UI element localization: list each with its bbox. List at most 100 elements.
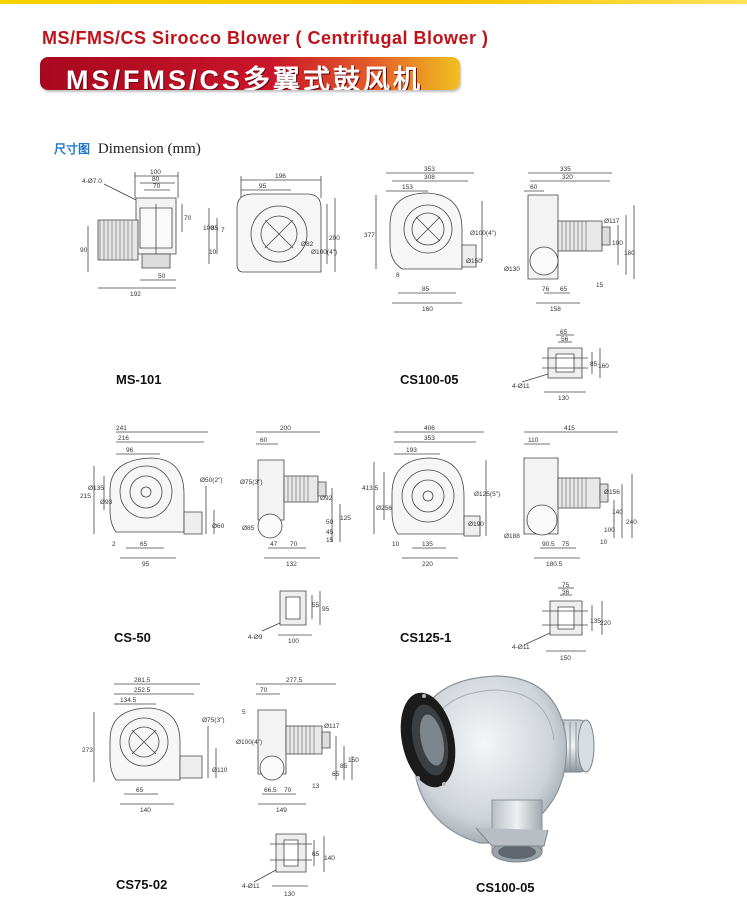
cs100-05-dim-q: 76	[542, 286, 550, 293]
ms101-dim-g: 50	[158, 273, 166, 280]
model-label-cs100-05: CS100-05	[400, 372, 459, 387]
cs75-02-dim-u: 65	[312, 851, 320, 858]
cs100-05-dim-k: 320	[562, 174, 573, 181]
cs125-1-dim-i: 220	[422, 561, 433, 568]
cs50-dim-c: 96	[126, 447, 134, 454]
cs100-05-dim-h: 8	[396, 272, 400, 279]
model-label-ms101: MS-101	[116, 372, 162, 387]
cs50-dim-y: 95	[322, 606, 330, 613]
ms101-dim-k: 85	[211, 225, 219, 232]
ms101-dim-i: 95	[259, 183, 267, 190]
cs100-05-dim-b: 308	[424, 174, 435, 181]
cs125-1-dim-j: 10	[392, 541, 400, 548]
cs50-dim-v: 45	[326, 529, 334, 536]
cs75-02-dim-b: 252.5	[134, 687, 151, 694]
cs125-1-dim-x: 135	[590, 618, 601, 625]
ms101-dim-h: 196	[275, 173, 286, 180]
cs100-05-dim-y: 4-Ø11	[512, 383, 530, 390]
cs75-02-dim-q: 13	[312, 783, 320, 790]
cs100-05-dim-i: Ø150	[466, 258, 482, 265]
cs125-1-dim-w: 36	[562, 589, 570, 596]
cs50-dim-j: 95	[142, 561, 150, 568]
cs100-05-dim-m: Ø117	[604, 218, 620, 225]
cs50-dim-i: 65	[140, 541, 148, 548]
ms101-dim-d: 4-Ø7.0	[82, 178, 102, 185]
cs75-02-dim-w: 4-Ø11	[242, 883, 260, 890]
model-label-cs125-1: CS125-1	[400, 630, 452, 645]
cs125-1-dim-p: 75	[562, 541, 570, 548]
cs75-02-dim-c: 134.5	[120, 697, 137, 704]
cs75-02-dim-x: 130	[284, 891, 295, 898]
cs50-dim-b: 216	[118, 435, 129, 442]
cs50-dim-w: 15	[326, 537, 334, 544]
cs50-dim-n: Ø75(3")	[240, 479, 263, 486]
cs50-dim-r: 70	[290, 541, 298, 548]
cs75-02-dim-s: 85	[340, 763, 348, 770]
ms101-side-drawing: 100 80 70 4-Ø7.0 90 192 50 70	[80, 169, 192, 298]
cs75-02-dim-g: 65	[136, 787, 144, 794]
cs125-1-dim-r: 140	[612, 509, 623, 516]
cs125-1-dim-v: 75	[562, 582, 570, 589]
cs75-02-dim-a: 281.5	[134, 677, 151, 684]
cs75-02-base-drawing: 65 140 4-Ø11 130	[242, 826, 335, 898]
photo-caption: CS100-05	[476, 880, 535, 895]
cs125-1-dim-z: 4-Ø11	[512, 644, 530, 651]
ms101-dim-p: 200	[329, 235, 340, 242]
cs75-02-dim-h: 140	[140, 807, 151, 814]
dimension-label-en: Dimension (mm)	[97, 141, 201, 157]
cs100-05-dim-z: 130	[558, 395, 569, 402]
ms101-dim-c: 70	[153, 183, 161, 190]
cs50-dim-q: 47	[270, 541, 278, 548]
cs125-1-dim-aa: 150	[560, 655, 571, 662]
cs50-base-drawing: 55 95 100 4-Ø9	[248, 585, 330, 645]
cs75-02-dim-l: Ø100(4")	[236, 739, 262, 746]
cs125-1-dim-k: 415	[564, 425, 575, 432]
cs125-1-dim-q: 180.5	[546, 561, 563, 568]
cs100-05-dim-u: 65	[560, 329, 568, 336]
cs125-1-base-drawing: 75 36 135 220 4-Ø11 150	[512, 582, 611, 662]
ms101-dim-l: 7	[221, 227, 225, 234]
cs125-1-dim-n: Ø188	[504, 533, 520, 540]
dimension-heading: 尺寸图 Dimension (mm)	[54, 140, 201, 158]
cs125-1-dim-y: 220	[600, 620, 611, 627]
ms101-front-drawing: 196 95 100 85 7 10 Ø82 Ø100(4") 200	[203, 173, 340, 308]
cs75-02-dim-d: 273	[82, 747, 93, 754]
cs125-1-dim-d: 413.5	[362, 485, 379, 492]
title-banner: MS/FMS/CS多翼式鼓风机	[40, 57, 460, 90]
cs50-side-drawing: 200 60 Ø75(3") Ø92 Ø85 47 70 132 125 50 …	[240, 425, 351, 568]
cs75-02-dim-p: 149	[276, 807, 287, 814]
cs50-dim-d: 215	[80, 493, 91, 500]
cs50-dim-s: 132	[286, 561, 297, 568]
cs75-02-side-drawing: 277.5 70 5 Ø100(4") Ø117 66.5 70 149 13 …	[236, 677, 359, 814]
cs100-05-dim-d: 377	[364, 232, 375, 239]
cs125-1-dim-m: Ø156	[604, 489, 620, 496]
cs100-05-dim-e: Ø100(4")	[470, 230, 496, 237]
cs75-02-dim-t: 150	[348, 757, 359, 764]
cs75-02-front-drawing: 281.5 252.5 134.5 273 Ø75(3") Ø110 65 14…	[82, 677, 228, 814]
cs50-dim-h: Ø60	[212, 523, 225, 530]
cs100-05-dim-o: 180	[624, 250, 635, 257]
cs125-1-dim-b: 353	[424, 435, 435, 442]
cs100-05-dim-x: 160	[598, 363, 609, 370]
cs125-1-dim-l: 110	[528, 437, 539, 444]
product-photo-cs100-05	[400, 668, 595, 863]
model-label-cs50: CS-50	[114, 630, 151, 645]
cs100-05-dim-s: 158	[550, 306, 561, 313]
ms101-dim-n: Ø82	[301, 241, 314, 248]
ms101-dim-f: 192	[130, 291, 141, 298]
cs125-1-dim-g: Ø190	[468, 521, 484, 528]
cs75-02-dim-i: 277.5	[286, 677, 303, 684]
cs75-02-dim-m: Ø117	[324, 723, 340, 730]
cs100-05-dim-f: 85	[422, 286, 430, 293]
cs100-05-dim-n: 100	[612, 240, 623, 247]
cs50-dim-m: 60	[260, 437, 268, 444]
cs125-1-front-drawing: 406 353 193 413.5 Ø256 Ø125(5") Ø190 135…	[362, 425, 500, 568]
cs50-dim-z: 100	[288, 638, 299, 645]
cs75-02-dim-j: 70	[260, 687, 268, 694]
cs50-dim-o: Ø92	[320, 495, 333, 502]
cs100-05-dim-c: 153	[402, 184, 413, 191]
page-title: MS/FMS/CS Sirocco Blower ( Centrifugal B…	[42, 28, 489, 48]
cs50-dim-l: 200	[280, 425, 291, 432]
cs75-02-dim-o: 70	[284, 787, 292, 794]
banner-title-cn: MS/FMS/CS多翼式鼓风机	[66, 65, 424, 90]
